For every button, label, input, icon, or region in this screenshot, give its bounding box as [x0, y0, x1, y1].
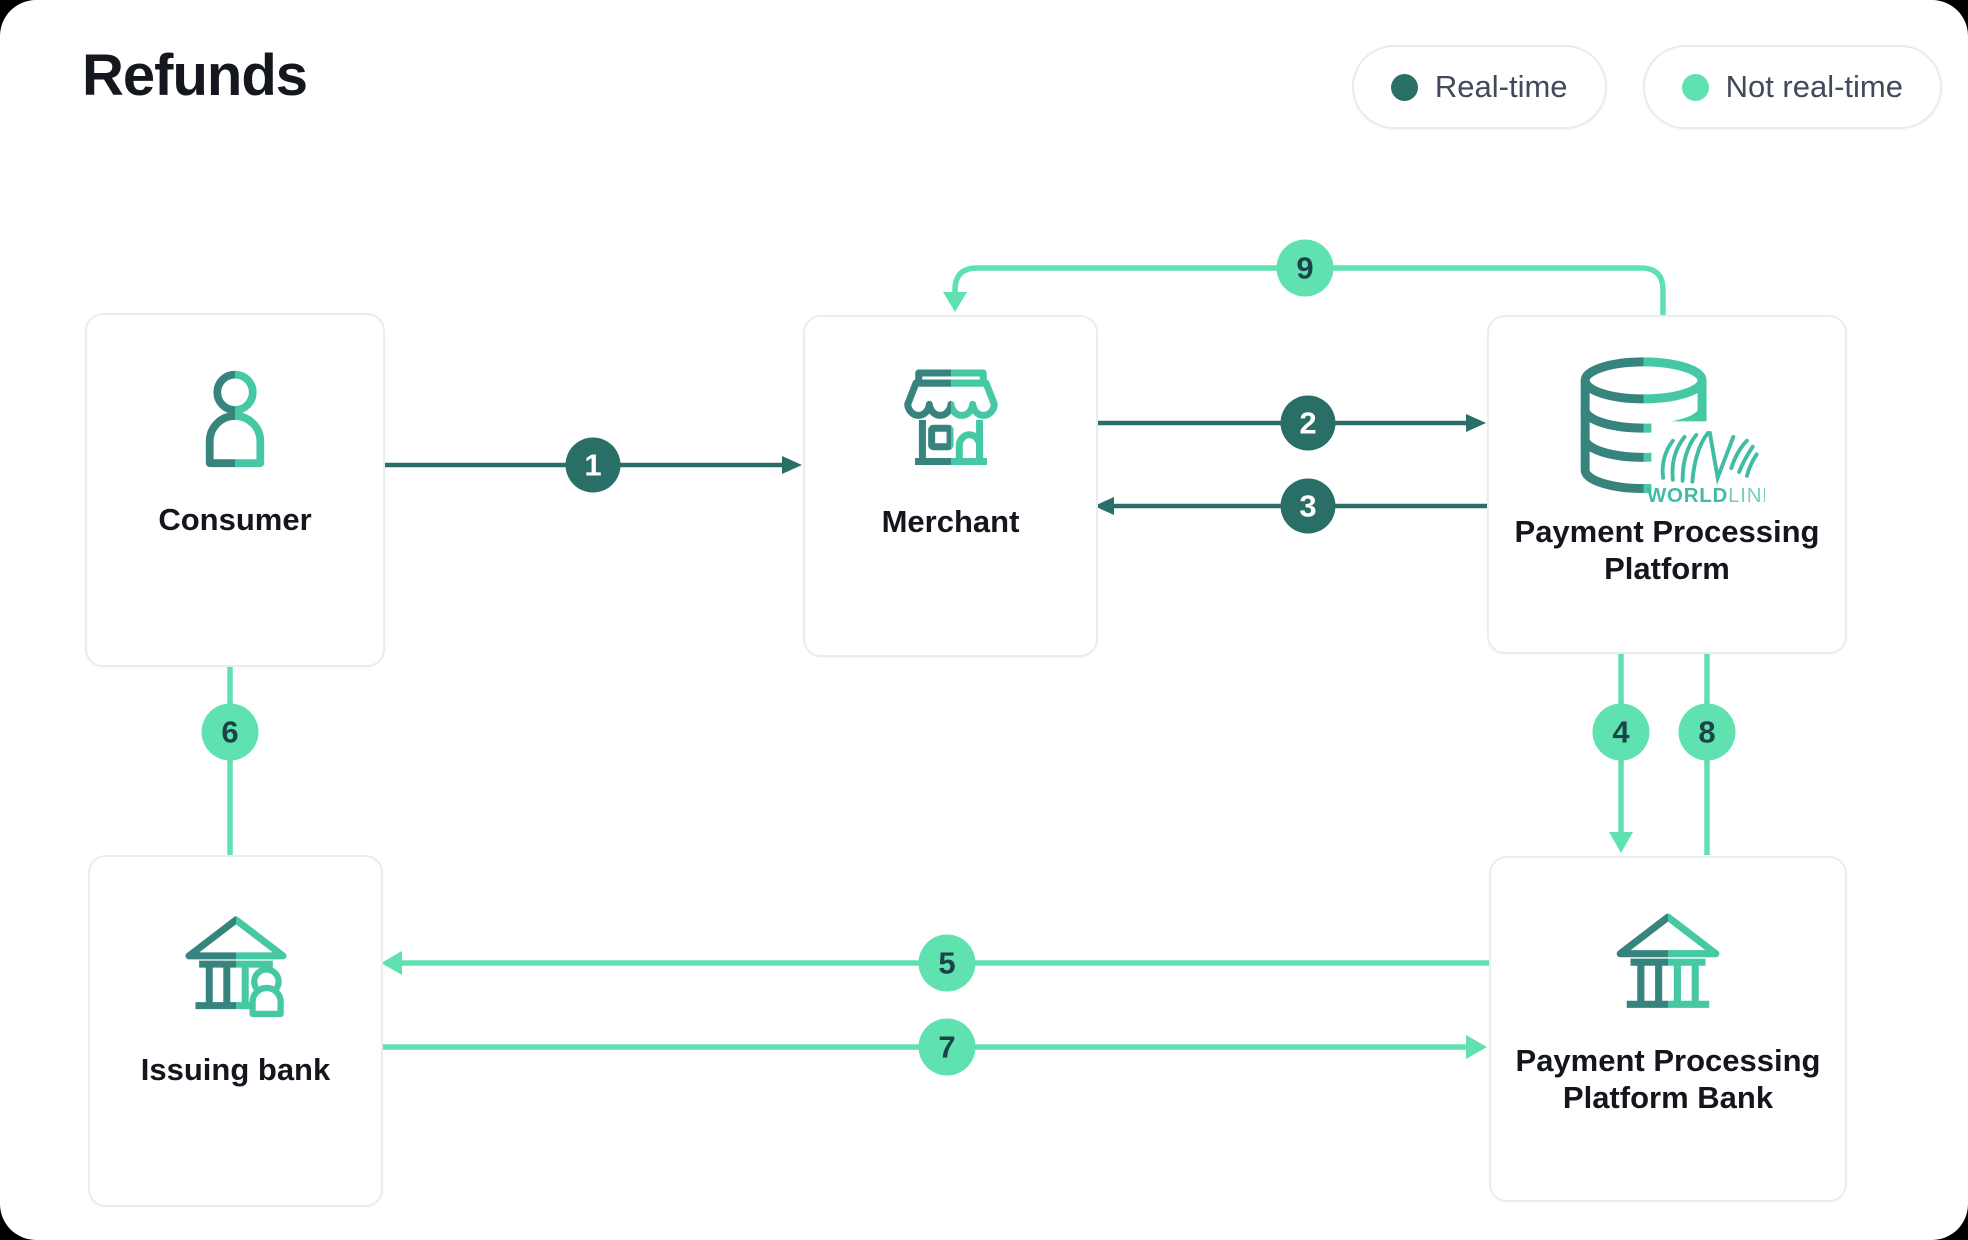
- storefront-icon: [892, 361, 1010, 479]
- worldline-wordmark: WORLDLINE: [1647, 484, 1765, 507]
- arrow-4-head: [1609, 832, 1633, 853]
- step-badge-6: 6: [201, 703, 259, 761]
- step-badge-1: 1: [565, 437, 621, 493]
- worldline-mark-icon: [1660, 431, 1759, 486]
- bank-with-person-icon: [175, 907, 297, 1025]
- platform-label: Payment Processing Platform: [1514, 514, 1820, 587]
- page-title: Refunds: [82, 43, 308, 108]
- bank-icon: [1605, 904, 1731, 1024]
- node-consumer: Consumer: [85, 313, 385, 667]
- step-badge-5: 5: [918, 934, 976, 992]
- step-badge-9: 9: [1276, 239, 1334, 297]
- node-merchant: Merchant: [803, 315, 1098, 657]
- arrow-9-head: [943, 292, 967, 312]
- platform-bank-label: Payment Processing Platform Bank: [1515, 1043, 1821, 1116]
- node-platform: WORLDLINE Payment Processing Platform: [1487, 315, 1847, 654]
- legend-real-time: Real-time: [1351, 45, 1607, 129]
- consumer-label: Consumer: [158, 502, 312, 537]
- merchant-label: Merchant: [881, 504, 1020, 539]
- arrow-5-head: [381, 951, 402, 975]
- legend-not-real-time: Not real-time: [1642, 45, 1942, 129]
- arrow-1-head: [782, 456, 802, 474]
- person-icon: [181, 367, 289, 475]
- step-badge-4: 4: [1592, 703, 1650, 761]
- not-real-time-dot-icon: [1681, 73, 1709, 101]
- arrow-7-head: [1466, 1035, 1487, 1059]
- arrow-2-head: [1466, 414, 1486, 432]
- database-icon: WORLDLINE: [1569, 357, 1776, 509]
- issuing-bank-label: Issuing bank: [140, 1052, 331, 1087]
- step-badge-7: 7: [918, 1018, 976, 1076]
- node-platform-bank: Payment Processing Platform Bank: [1489, 856, 1847, 1202]
- legend-not-real-time-label: Not real-time: [1725, 69, 1903, 104]
- step-badge-2: 2: [1280, 395, 1336, 451]
- real-time-dot-icon: [1390, 73, 1418, 101]
- step-badge-3: 3: [1280, 478, 1336, 534]
- legend-real-time-label: Real-time: [1434, 69, 1568, 104]
- node-issuing-bank: Issuing bank: [88, 855, 383, 1207]
- legend: Real-time Not real-time: [1351, 45, 1942, 129]
- step-badge-8: 8: [1678, 703, 1736, 761]
